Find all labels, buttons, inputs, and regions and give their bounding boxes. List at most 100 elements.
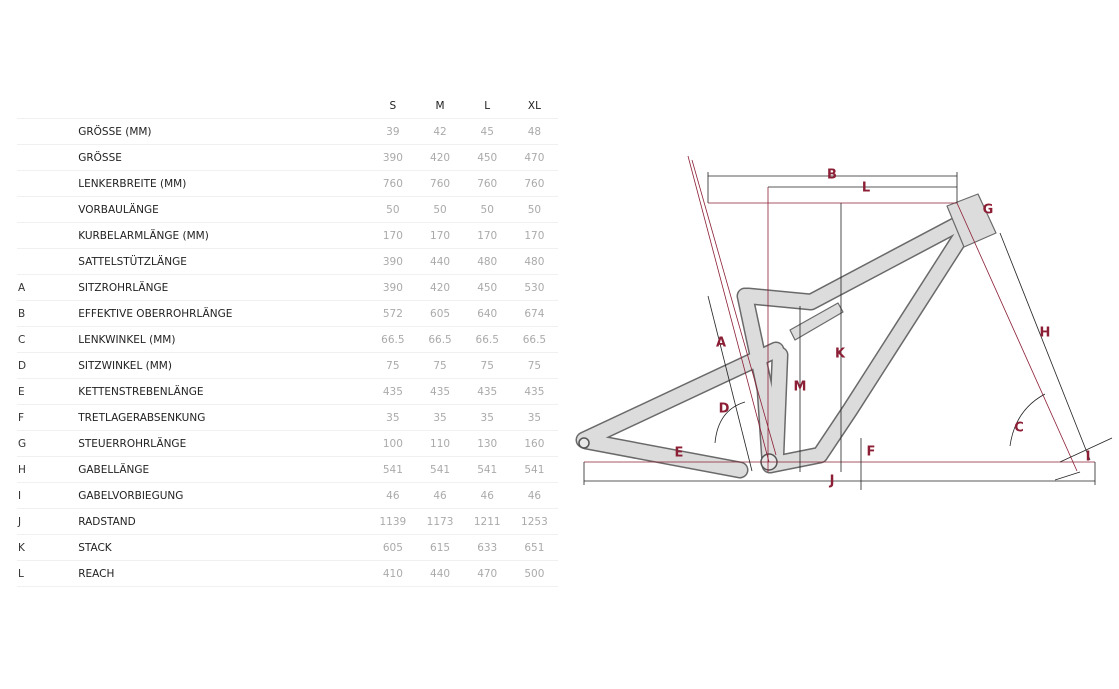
row-letter: [17, 222, 79, 249]
row-value: 572: [369, 300, 417, 327]
row-name: KETTENSTREBENLÄNGE: [78, 378, 370, 405]
row-value: 470: [463, 560, 511, 587]
row-value: 420: [416, 274, 464, 301]
row-value: 435: [416, 378, 464, 405]
row-name: VORBAULÄNGE: [78, 196, 370, 223]
row-value: 760: [369, 170, 417, 197]
label-A: A: [716, 336, 726, 351]
row-value: 46: [463, 482, 511, 509]
label-C: C: [1014, 421, 1024, 436]
row-value: 42: [416, 118, 464, 145]
row-value: 35: [463, 404, 511, 431]
row-value: 66.5: [416, 326, 464, 353]
row-letter: K: [17, 534, 79, 561]
label-J: J: [829, 474, 835, 489]
row-value: 66.5: [369, 326, 417, 353]
row-value: 633: [463, 534, 511, 561]
row-value: 1173: [416, 508, 464, 535]
row-value: 541: [463, 456, 511, 483]
header-size-m: M: [416, 94, 464, 119]
label-L: L: [862, 181, 870, 196]
row-value: 46: [416, 482, 464, 509]
rear-shock: [789, 302, 844, 341]
row-value: 674: [510, 300, 558, 327]
row-letter: A: [17, 274, 79, 301]
row-value: 541: [416, 456, 464, 483]
row-value: 48: [510, 118, 558, 145]
label-H: H: [1040, 326, 1051, 341]
row-value: 75: [416, 352, 464, 379]
label-E: E: [675, 446, 684, 461]
row-value: 651: [510, 534, 558, 561]
row-letter: G: [17, 430, 79, 457]
row-letter: F: [17, 404, 79, 431]
row-name: SITZROHRLÄNGE: [78, 274, 370, 301]
row-value: 440: [416, 560, 464, 587]
row-value: 130: [463, 430, 511, 457]
label-F: F: [867, 445, 876, 460]
row-value: 35: [416, 404, 464, 431]
row-value: 760: [510, 170, 558, 197]
row-value: 46: [510, 482, 558, 509]
row-name: EFFEKTIVE OBERROHRLÄNGE: [78, 300, 370, 327]
row-value: 170: [369, 222, 417, 249]
header-size-s: S: [369, 94, 417, 119]
label-M: M: [794, 380, 807, 395]
row-value: 605: [369, 534, 417, 561]
row-value: 420: [416, 144, 464, 171]
table-header-row: S M L XL: [17, 94, 558, 119]
row-value: 470: [510, 144, 558, 171]
row-value: 760: [463, 170, 511, 197]
row-value: 1211: [463, 508, 511, 535]
row-value: 35: [369, 404, 417, 431]
row-name: GRÖSSE: [78, 144, 370, 171]
row-letter: H: [17, 456, 79, 483]
header-size-l: L: [463, 94, 511, 119]
row-value: 390: [369, 144, 417, 171]
label-I: I: [1086, 450, 1091, 465]
row-value: 541: [510, 456, 558, 483]
row-name: LENKERBREITE (MM): [78, 170, 370, 197]
row-value: 75: [369, 352, 417, 379]
row-value: 45: [463, 118, 511, 145]
row-name: GRÖSSE (MM): [78, 118, 370, 145]
label-G: G: [983, 203, 994, 218]
row-value: 35: [510, 404, 558, 431]
label-D: D: [719, 402, 730, 417]
row-name: KURBELARMLÄNGE (MM): [78, 222, 370, 249]
row-letter: [17, 118, 79, 145]
row-value: 170: [463, 222, 511, 249]
row-value: 615: [416, 534, 464, 561]
row-value: 110: [416, 430, 464, 457]
rear-axle: [578, 437, 590, 449]
row-value: 39: [369, 118, 417, 145]
label-K: K: [835, 347, 846, 362]
row-value: 390: [369, 248, 417, 275]
label-B: B: [827, 168, 837, 183]
frame: [575, 193, 997, 479]
row-name: SITZWINKEL (MM): [78, 352, 370, 379]
row-letter: [17, 170, 79, 197]
row-name: GABELVORBIEGUNG: [78, 482, 370, 509]
row-letter: [17, 196, 79, 223]
row-letter: B: [17, 300, 79, 327]
row-value: 480: [463, 248, 511, 275]
row-name: REACH: [78, 560, 370, 587]
row-value: 160: [510, 430, 558, 457]
row-value: 50: [369, 196, 417, 223]
row-value: 1253: [510, 508, 558, 535]
row-value: 541: [369, 456, 417, 483]
